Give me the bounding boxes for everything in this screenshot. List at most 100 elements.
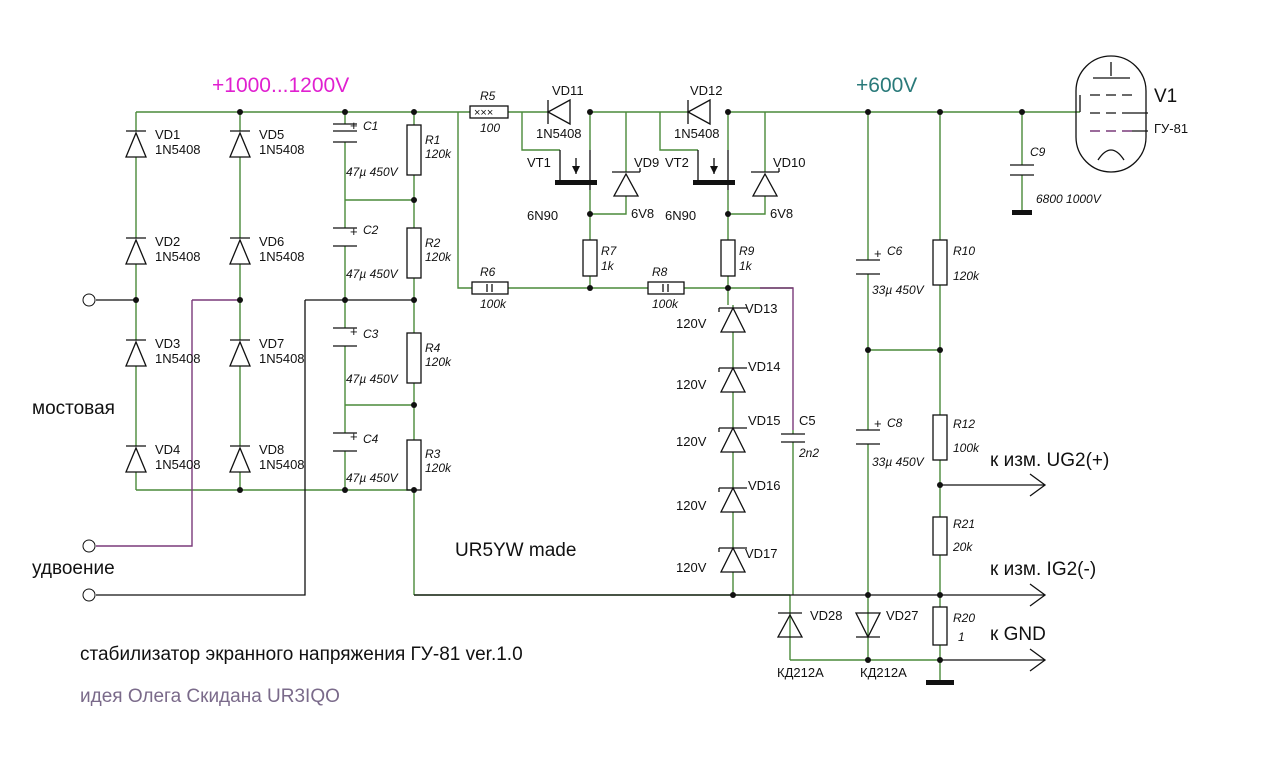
svg-text:+: + xyxy=(350,429,358,444)
svg-text:×××: ××× xyxy=(474,107,493,119)
label-c8: C8 xyxy=(887,416,903,430)
label-vd3: VD3 xyxy=(155,336,180,351)
svg-text:120V: 120V xyxy=(676,498,707,513)
svg-text:120k: 120k xyxy=(425,461,452,475)
capacitor-c5 xyxy=(781,433,805,443)
tube-v1 xyxy=(1075,55,1148,173)
svg-text:VD10: VD10 xyxy=(773,155,806,170)
svg-text:R10: R10 xyxy=(953,244,975,258)
svg-text:120V: 120V xyxy=(676,434,707,449)
svg-text:100k: 100k xyxy=(652,297,679,311)
value-c9: 6800 1000V xyxy=(1036,192,1102,206)
output-ug2-label: к изм. UG2(+) xyxy=(990,450,1109,471)
svg-text:100k: 100k xyxy=(953,441,980,455)
output-gnd-label: к GND xyxy=(990,624,1046,645)
svg-text:6N90: 6N90 xyxy=(665,208,696,223)
diode-vd3 xyxy=(125,339,147,367)
mode-doubler-label: удвоение xyxy=(32,558,115,579)
filter-capacitors: + + + + xyxy=(333,118,358,452)
svg-text:1: 1 xyxy=(958,630,965,644)
bridge-diodes xyxy=(125,130,251,473)
hv-rail-label: +1000...1200V xyxy=(212,74,349,97)
type-vd1: 1N5408 xyxy=(155,142,201,157)
diagram-title: стабилизатор экранного напряжения ГУ-81 … xyxy=(80,644,523,665)
svg-text:R5: R5 xyxy=(480,89,496,103)
label-vd27: VD27 xyxy=(886,608,919,623)
svg-text:6N90: 6N90 xyxy=(527,208,558,223)
credit-label: UR5YW made xyxy=(455,540,576,561)
label-c5: C5 xyxy=(799,413,816,428)
diode-vd2 xyxy=(125,237,147,265)
svg-text:+: + xyxy=(874,246,882,261)
svg-text:C2: C2 xyxy=(363,223,379,237)
input-terminals xyxy=(82,293,96,602)
svg-text:120k: 120k xyxy=(425,250,452,264)
type-vd27: КД212А xyxy=(860,665,907,680)
resistor-bodies: ××× xyxy=(406,105,948,646)
svg-text:47µ 450V: 47µ 450V xyxy=(346,372,399,386)
label-c6: C6 xyxy=(887,244,903,258)
type-vd4: 1N5408 xyxy=(155,457,201,472)
svg-text:C3: C3 xyxy=(363,327,379,341)
svg-text:R21: R21 xyxy=(953,517,975,531)
svg-text:6V8: 6V8 xyxy=(631,206,654,221)
label-vd7: VD7 xyxy=(259,336,284,351)
type-vd3: 1N5408 xyxy=(155,351,201,366)
value-c8: 33µ 450V xyxy=(872,455,925,469)
regulator-labels: VD11 1N5408 VD12 1N5408 VT1 6N90 VT2 6N9… xyxy=(527,83,806,223)
screen-rail-label: +600V xyxy=(856,74,917,97)
svg-text:VD11: VD11 xyxy=(552,83,584,98)
wires xyxy=(96,111,1080,680)
label-vd28: VD28 xyxy=(810,608,843,623)
label-vd1: VD1 xyxy=(155,127,180,142)
type-vd2: 1N5408 xyxy=(155,249,201,264)
svg-text:+: + xyxy=(350,324,358,339)
svg-text:120k: 120k xyxy=(953,269,980,283)
label-vd2: VD2 xyxy=(155,234,180,249)
tube-ref: V1 xyxy=(1154,86,1177,107)
svg-text:6V8: 6V8 xyxy=(770,206,793,221)
junction-dots xyxy=(133,109,1025,663)
diode-vd8 xyxy=(229,445,251,473)
value-c6: 33µ 450V xyxy=(872,283,925,297)
capacitor-c9 xyxy=(1010,164,1034,176)
diode-vd6 xyxy=(229,237,251,265)
idea-credit: идея Олега Скидана UR3IQO xyxy=(80,686,340,707)
bridge-diode-labels: VD1 1N5408 VD2 1N5408 VD3 1N5408 VD4 1N5… xyxy=(155,127,305,472)
svg-text:R20: R20 xyxy=(953,611,975,625)
label-vd5: VD5 xyxy=(259,127,284,142)
svg-text:47µ 450V: 47µ 450V xyxy=(346,471,399,485)
svg-text:1N5408: 1N5408 xyxy=(674,126,720,141)
svg-text:100: 100 xyxy=(480,121,500,135)
svg-text:1k: 1k xyxy=(601,259,615,273)
value-c5: 2n2 xyxy=(798,446,819,460)
diode-vd7 xyxy=(229,339,251,367)
svg-text:R12: R12 xyxy=(953,417,975,431)
svg-text:VD14: VD14 xyxy=(748,359,781,374)
diode-vd5 xyxy=(229,130,251,158)
svg-text:VD13: VD13 xyxy=(745,301,778,316)
svg-text:VD12: VD12 xyxy=(690,83,723,98)
svg-text:100k: 100k xyxy=(480,297,507,311)
svg-text:120V: 120V xyxy=(676,377,707,392)
type-vd7: 1N5408 xyxy=(259,351,305,366)
svg-text:R9: R9 xyxy=(739,244,755,258)
svg-text:47µ 450V: 47µ 450V xyxy=(346,267,399,281)
svg-text:R1: R1 xyxy=(425,133,440,147)
svg-text:1k: 1k xyxy=(739,259,753,273)
capacitors-c6-c8: + + xyxy=(856,246,882,445)
resistor-labels: R1 120k R2 120k R4 120k R3 120k R5 100 R… xyxy=(425,89,980,644)
zener-chain xyxy=(718,306,747,573)
ground-symbols xyxy=(926,210,1032,685)
mode-bridge-label: мостовая xyxy=(32,398,115,419)
svg-text:C1: C1 xyxy=(363,119,378,133)
label-vd6: VD6 xyxy=(259,234,284,249)
svg-text:VD16: VD16 xyxy=(748,478,781,493)
svg-text:120V: 120V xyxy=(676,316,707,331)
regulator-parts xyxy=(546,98,780,197)
svg-text:120k: 120k xyxy=(425,355,452,369)
type-vd5: 1N5408 xyxy=(259,142,305,157)
svg-text:R4: R4 xyxy=(425,341,441,355)
svg-text:VD9: VD9 xyxy=(634,155,659,170)
